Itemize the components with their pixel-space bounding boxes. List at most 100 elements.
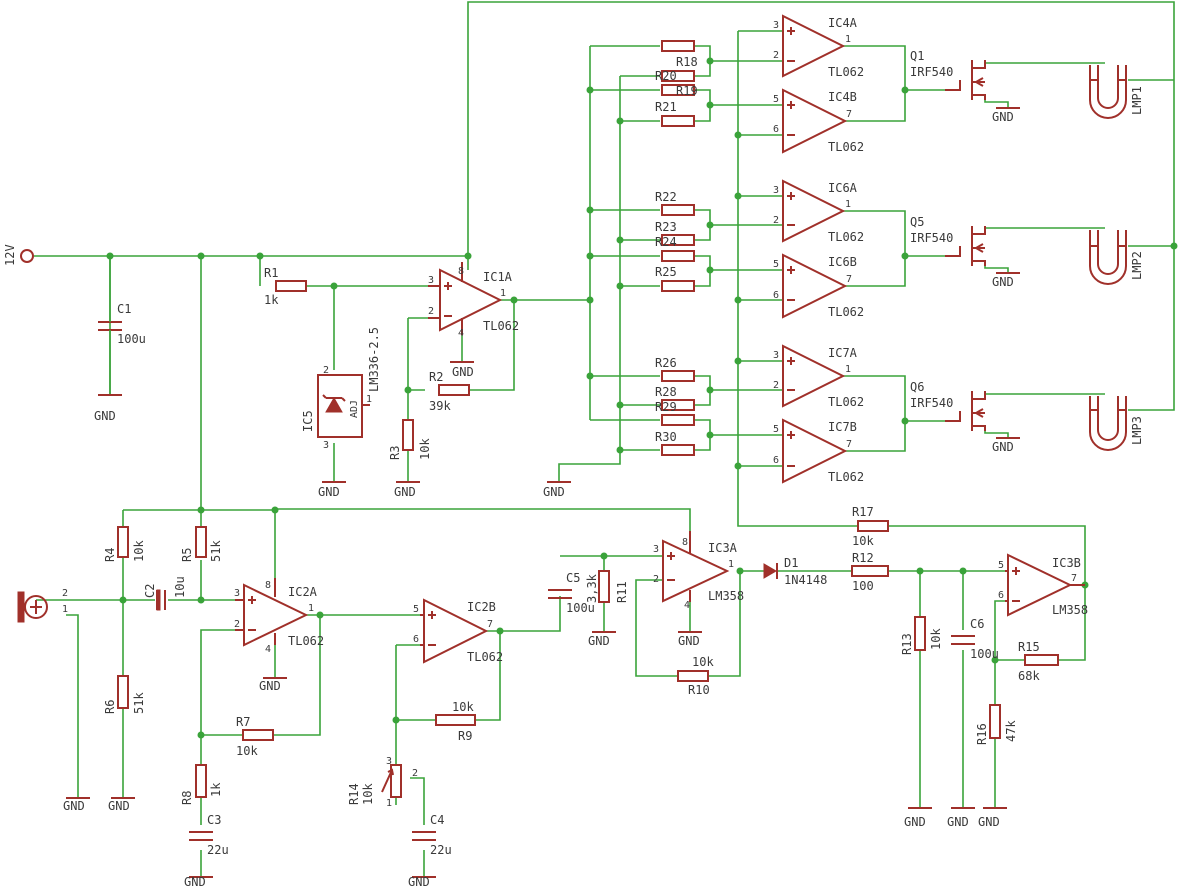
ic4a-pin-1: 1 [845,34,851,45]
ic3b-part: LM358 [1052,603,1088,617]
r19-ref: R19 [676,84,698,98]
ic6b-ref: IC6B [828,255,857,269]
r14-pin-2: 2 [412,768,418,779]
gnd-ic3a: GND [678,634,700,648]
gnd-r6: GND [108,799,130,813]
ic3a-pin-8: 8 [682,537,688,548]
r10-value: 10k [692,655,714,669]
r16-value: 47k [1004,720,1018,742]
resistor-r12 [851,565,889,577]
opamp-ic3b [1007,553,1073,617]
c5-ref: C5 [566,571,580,585]
r12-value: 100 [852,579,874,593]
r23-ref: R23 [655,220,677,234]
ic1a-pin-2: 2 [428,306,434,317]
resistor-r20 [661,70,695,82]
ic1a-pin-3: 3 [428,275,434,286]
c2-ref: C2 [143,584,157,598]
c6-value: 100u [970,647,999,661]
r16-ref: R16 [975,723,989,745]
jack-pin-1: 1 [62,604,68,615]
resistor-r29 [661,414,695,426]
c6-ref: C6 [970,617,984,631]
r17-value: 10k [852,534,874,548]
ic3b-pin-7: 7 [1071,573,1077,584]
r6-value: 51k [132,692,146,714]
resistor-r28 [661,399,695,411]
ic4a-pin-2: 2 [773,50,779,61]
c4-value: 22u [430,843,452,857]
c1-value: 100u [117,332,146,346]
resistor-r23 [661,234,695,246]
resistor-r18 [661,40,695,52]
q5-ref: Q5 [910,215,924,229]
resistor-r1 [275,280,307,292]
r15-value: 68k [1018,669,1040,683]
ic2a-pin-8: 8 [265,580,271,591]
resistor-r10 [677,670,709,682]
ic2a-ref: IC2A [288,585,318,599]
ic4a-part: TL062 [828,65,864,79]
gnd-ic5: GND [318,485,340,499]
resistor-r26 [661,370,695,382]
resistors: R1 1k R2 39k R3 10k R18 R20 R19 R21 R22 … [103,40,1059,809]
ic7a-pin-1: 1 [845,364,851,375]
opamp-ic4a [782,14,846,78]
resistor-r16 [989,704,1001,739]
r15-ref: R15 [1018,640,1040,654]
gnd-ic2a: GND [259,679,281,693]
resistor-r15 [1024,654,1059,666]
opamp-ic7b [782,418,848,484]
r20-ref: R20 [655,69,677,83]
ic4a-ref: IC4A [828,16,858,30]
r8-value: 1k [209,782,223,797]
ic3a-pin-3: 3 [653,544,659,555]
ic5-adj: ADJ [349,400,360,418]
opamp-ic6a [782,179,846,243]
resistor-r11 [598,570,610,603]
r2-value: 39k [429,399,451,413]
opamp-ic2a [243,583,309,647]
q1-part: IRF540 [910,65,953,79]
r11-value: 3,3k [585,573,599,603]
ic2a-pin-1: 1 [308,603,314,614]
ic4b-pin-7: 7 [846,109,852,120]
resistor-r3 [402,419,414,451]
r5-value: 51k [209,540,223,562]
reference-ic5: ADJ IC5 LM336-2.5 2 3 1 [301,327,381,451]
resistor-r5 [195,526,207,558]
ic7a-ref: IC7A [828,346,858,360]
ic4b-part: TL062 [828,140,864,154]
resistor-r25 [661,280,695,292]
r1-value: 1k [264,293,279,307]
wires [34,1,1175,877]
lamp-lmp1 [1089,65,1127,119]
ic5-pin-3: 3 [323,440,329,451]
lmp3-label: LMP3 [1130,416,1144,445]
r21-ref: R21 [655,100,677,114]
ic2b-pin-6: 6 [413,634,419,645]
resistor-r2 [438,384,470,396]
r4-value: 10k [132,540,146,562]
ic3a-pin-1: 1 [728,559,734,570]
ic3a-pin-4: 4 [684,600,690,611]
ic4a-pin-3: 3 [773,20,779,31]
ic2b-part: TL062 [467,650,503,664]
ic1a-ref: IC1A [483,270,513,284]
d1-ref: D1 [784,556,798,570]
c3-value: 22u [207,843,229,857]
r14-value: 10k [361,783,375,805]
c1-ref: C1 [117,302,131,316]
resistor-r8 [195,764,207,798]
resistor-r21 [661,115,695,127]
ic7b-pin-6: 6 [773,455,779,466]
ic6a-part: TL062 [828,230,864,244]
r11-ref: R11 [615,581,629,603]
r18-ref: R18 [676,55,698,69]
gnd-q6: GND [992,440,1014,454]
r8-ref: R8 [180,791,194,805]
jack-pin-2: 2 [62,588,68,599]
r6-ref: R6 [103,700,117,714]
r7-ref: R7 [236,715,250,729]
